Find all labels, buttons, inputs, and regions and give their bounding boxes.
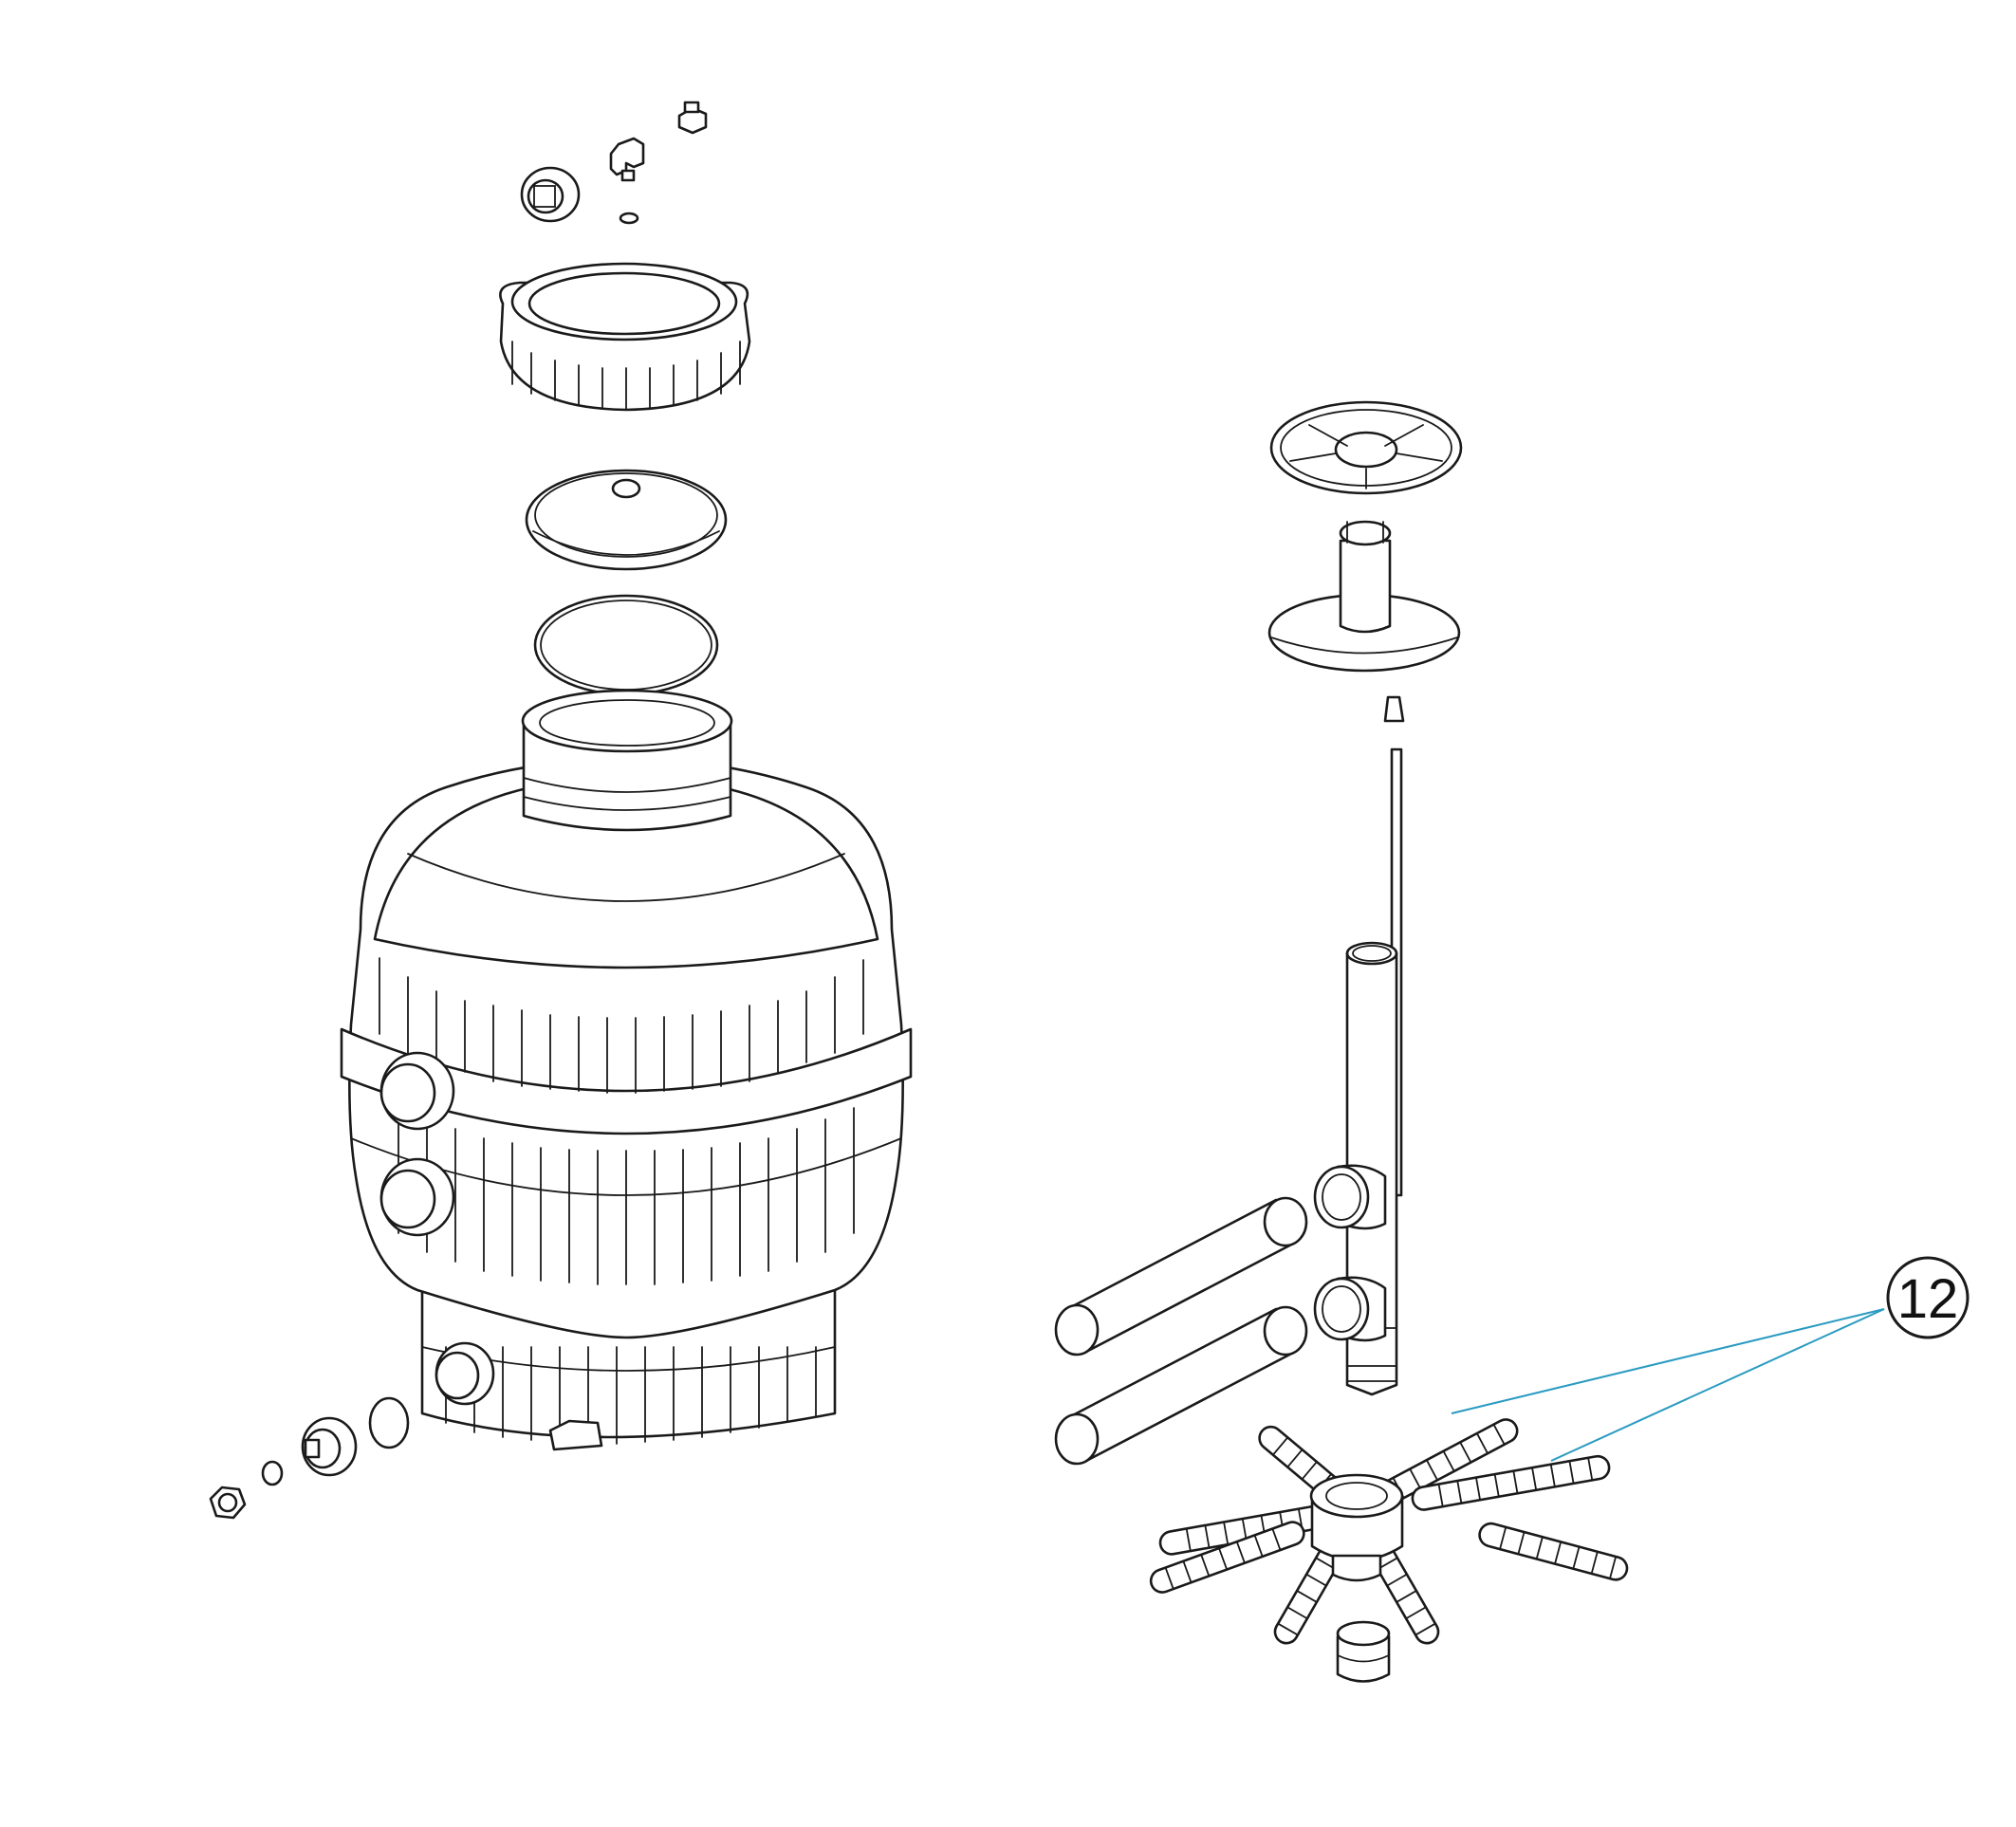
tank-lid-part [525, 469, 728, 571]
callout-12: 12 [1451, 1256, 1970, 1462]
straight-pipe-lower-part [1054, 1305, 1308, 1466]
small-o-ring-part [619, 212, 639, 225]
callout-circle [1886, 1256, 1970, 1339]
filter-tank-body [340, 689, 913, 1451]
central-pipe-part [1313, 941, 1398, 1396]
lateral-arms [1149, 1418, 1629, 1645]
straight-pipe-upper-part [1054, 1196, 1308, 1356]
drain-cap-part [209, 1486, 247, 1520]
upper-collector-part [1267, 520, 1461, 673]
pressure-gauge-part [520, 166, 581, 223]
bottom-plug-part [1336, 1620, 1391, 1683]
small-nipple-part [1383, 695, 1405, 723]
drain-port [435, 1341, 495, 1406]
drain-o-ring-part [368, 1396, 410, 1449]
drain-washer-part [261, 1460, 284, 1486]
lid-locking-ring-part [499, 262, 751, 412]
elbow-fitting-part [609, 137, 645, 182]
callout-number: 12 [1897, 1268, 1959, 1330]
drain-valve-part [301, 1416, 358, 1477]
lid-o-ring-part [533, 594, 719, 696]
diffuser-disc-part [1269, 400, 1463, 495]
callout-leader-line [1451, 1308, 1885, 1414]
vent-plug-part [677, 101, 708, 135]
upper-port [379, 1051, 455, 1131]
middle-port [379, 1157, 455, 1237]
callout-leader-line [1550, 1308, 1885, 1462]
